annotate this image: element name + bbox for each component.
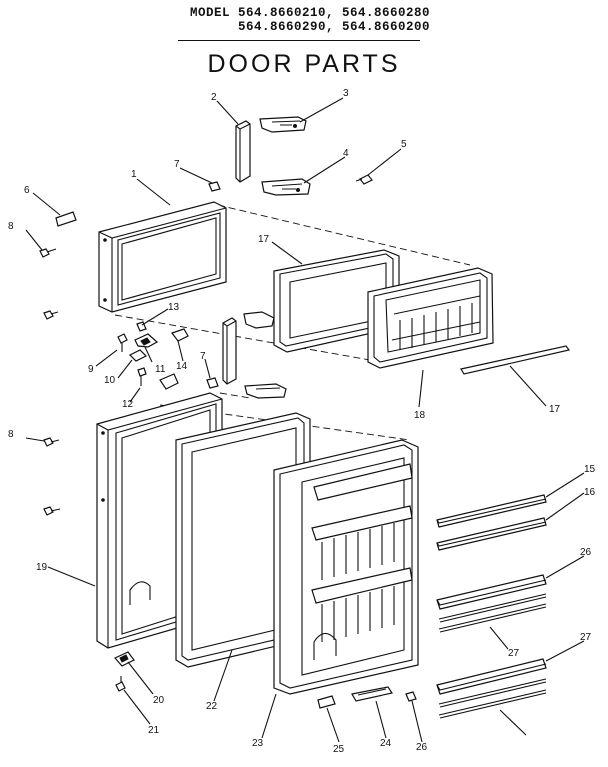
callout-labels: 2 3 4 5 7 1 6 8 17 13 9 10 11 14 7 12 18…: [8, 88, 596, 755]
callout-8-upper: 8: [8, 221, 14, 232]
top-hinge: [259, 116, 307, 133]
nameplate: [55, 211, 77, 227]
freezer-door-panel: [98, 201, 227, 313]
callout-14: 14: [176, 361, 188, 372]
hinge-plug-lower: [206, 377, 219, 389]
callout-11: 11: [155, 364, 166, 375]
bottom-plug: [405, 691, 417, 702]
model-numbers-line2: 564.8660290, 564.8660200: [238, 20, 431, 34]
callout-17-lower: 16: [584, 487, 596, 498]
callout-7-upper: 7: [174, 159, 180, 170]
callout-9: 9: [88, 364, 94, 375]
callout-16: 18: [414, 410, 426, 421]
callout-27-upper: 27: [508, 648, 520, 659]
callout-7-lower: 7: [200, 351, 206, 362]
shelf-rods-lower: [438, 678, 547, 719]
callout-24: 25: [333, 744, 345, 755]
door-stop: [159, 328, 189, 390]
model-label: MODEL: [190, 6, 231, 20]
callout-10: 10: [104, 375, 116, 386]
callout-23: 24: [380, 738, 392, 749]
model-numbers-line1: 564.8660210, 564.8660280: [238, 6, 431, 20]
door-closer: [317, 695, 336, 709]
shelf-retainer-upper: [436, 574, 547, 610]
shelf-retainer-lower: [436, 658, 547, 695]
callout-18: 19: [36, 562, 48, 573]
hinge-screw: [355, 174, 373, 185]
callout-6: 6: [24, 185, 30, 196]
middle-hinge-bracket: [243, 311, 275, 329]
bottom-hinge-pin: [114, 651, 135, 667]
hinge-post-lower: [222, 317, 237, 385]
freezer-door-liner: [367, 267, 494, 369]
handle-screws: [39, 248, 61, 516]
shelf-bar-upper: [436, 494, 547, 528]
hinge-pin-assembly: [117, 321, 159, 386]
callout-5: 5: [401, 139, 407, 150]
shelf-bar-lower: [436, 517, 547, 551]
callout-20: 21: [148, 725, 160, 736]
callout-22: 23: [252, 738, 264, 749]
shelf-rods-upper: [438, 593, 547, 633]
bottom-hinge: [244, 383, 287, 399]
callout-4: 4: [343, 148, 349, 159]
callout-1: 1: [131, 169, 137, 180]
callout-13: 13: [168, 302, 180, 313]
bottom-screw: [115, 676, 126, 692]
header-rule: [178, 40, 420, 41]
callout-2: 2: [211, 92, 217, 103]
fresh-food-door-liner: [273, 439, 419, 695]
callout-26-lower: 27: [580, 632, 592, 643]
callout-26-upper: 26: [580, 547, 592, 558]
callout-25: 26: [416, 742, 428, 753]
freezer-shelf-bar: [460, 345, 571, 375]
callout-8-lower: 8: [8, 429, 14, 440]
leader-lines: [25, 97, 585, 743]
page-title: DOOR PARTS: [207, 50, 401, 78]
callout-21: 22: [206, 701, 218, 712]
callout-3: 3: [343, 88, 349, 99]
callout-17-freezer: 17: [549, 404, 561, 415]
callout-17-upper: 15: [584, 464, 596, 475]
center-hinge: [261, 178, 311, 196]
callout-19: 20: [153, 695, 165, 706]
callout-15: 17: [258, 234, 270, 245]
hinge-plug-upper: [208, 181, 221, 192]
door-stop-bracket: [351, 686, 393, 702]
hinge-post-upper: [235, 120, 251, 183]
callout-12: 12: [122, 399, 134, 410]
